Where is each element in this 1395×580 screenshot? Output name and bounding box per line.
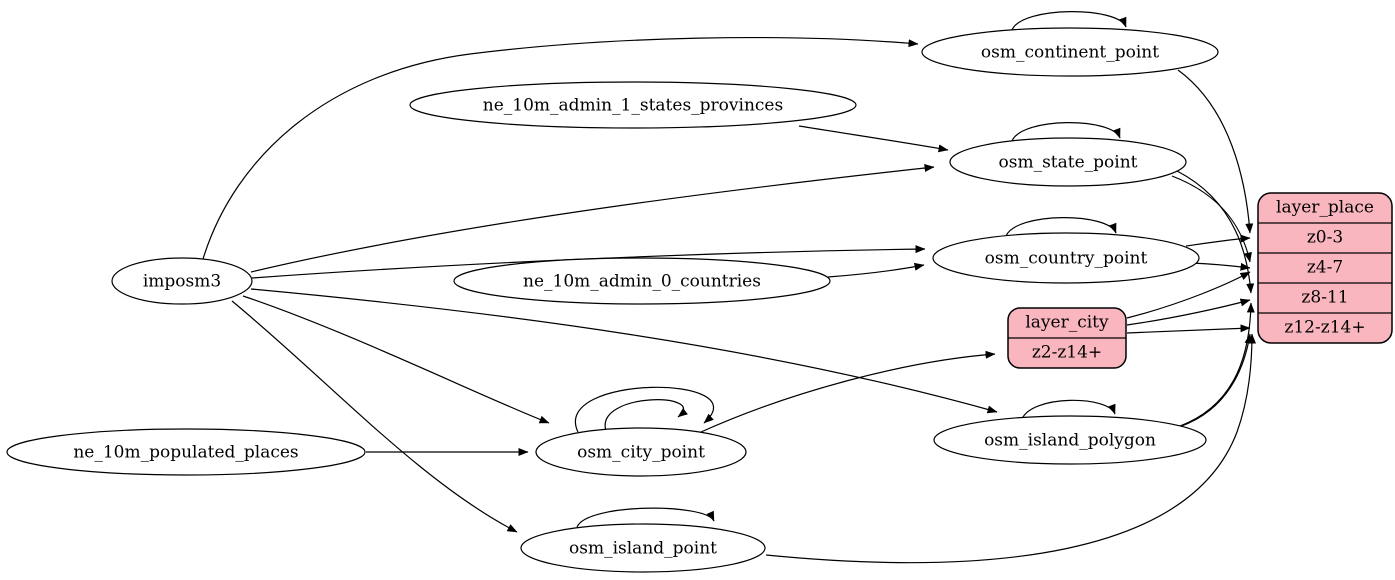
imposm3-label: imposm3 [143,272,221,292]
ne-10m-admin-1-states-provinces-ellipse [409,81,857,129]
edge-osm_city_point-to-osm_city_point-2 [604,399,688,432]
osm-country-point-label: osm_country_point [985,249,1148,269]
edge-imposm3-to-osm_island_point [231,300,518,533]
node-layer-place: layer_place z0-3 z4-7 z8-11 z12-z14+ [1257,192,1393,344]
edge-imposm3-to-osm_continent_point [202,36,919,260]
edge-layer_city-to-layer_place:z8-11 [1126,298,1251,326]
ne-10m-populated-places-ellipse [6,428,366,476]
layer-place-title: layer_place [1276,198,1374,218]
osm-continent-point-ellipse [921,27,1219,77]
edge-osm_country_point-to-osm_country_point [1005,217,1117,237]
node-osm-continent-point: osm_continent_point [921,27,1219,77]
edge-ne_10m_admin_1_states_provinces-to-osm_state_point [798,125,949,153]
edges-layer [202,11,1256,564]
edge-osm_state_point-to-layer_place:z4-7 [1171,175,1252,263]
node-ne-10m-admin-1-states-provinces: ne_10m_admin_1_states_provinces [409,81,857,129]
node-layer-city: layer_city z2-z14+ [1007,307,1127,369]
ne-10m-admin-1-states-provinces-label: ne_10m_admin_1_states_provinces [483,96,783,116]
layer-city-row-z2-z14: z2-z14+ [1032,343,1102,363]
node-osm-city-point: osm_city_point [535,427,747,477]
imposm3-ellipse [111,257,253,305]
osm-state-point-label: osm_state_point [999,153,1138,173]
osm-island-point-label: osm_island_point [569,539,717,559]
node-osm-island-point: osm_island_point [520,523,766,573]
osm-island-polygon-ellipse [933,415,1207,465]
edge-osm_continent_point-to-layer_place:z0-3 [1177,69,1254,234]
layer-city-title: layer_city [1025,313,1109,333]
layer-place-row-z8-11: z8-11 [1301,288,1348,308]
osm-island-point-ellipse [520,523,766,573]
layer-place-box [1257,192,1393,344]
layer-place-row-z4-7: z4-7 [1307,258,1343,278]
osm-continent-point-label: osm_continent_point [981,43,1159,63]
edge-imposm3-to-osm_city_point [242,295,550,424]
ne-10m-admin-0-countries-ellipse [453,257,831,305]
node-osm-country-point: osm_country_point [932,232,1200,284]
layer-place-row-z12-z14: z12-z14+ [1284,318,1365,338]
edge-osm_island_polygon-to-layer_place:z12-z14+ [1171,333,1253,430]
osm-state-point-ellipse [949,137,1187,187]
node-ne-10m-admin-0-countries: ne_10m_admin_0_countries [453,257,831,305]
edge-osm_city_point-to-layer_city:z2-z14+ [700,350,996,433]
edge-osm_state_point-to-osm_state_point [1011,122,1121,142]
edge-osm_country_point-to-layer_place:z4-7 [1190,262,1251,271]
layer-place-row-z0-3: z0-3 [1307,228,1343,248]
ne-10m-populated-places-label: ne_10m_populated_places [73,443,298,463]
edge-osm_country_point-to-layer_place:z0-3 [1185,234,1251,247]
edge-layer_city-to-layer_place:z4-7 [1126,271,1251,319]
osm-country-point-ellipse [932,232,1200,284]
edge-osm_island_point-to-layer_place:z12-z14+ [765,333,1256,564]
osm-city-point-label: osm_city_point [577,443,705,463]
node-imposm3: imposm3 [111,257,253,305]
node-osm-island-polygon: osm_island_polygon [933,415,1207,465]
osm-city-point-ellipse [535,427,747,477]
edge-layer_city-to-layer_place:z12-z14+ [1126,324,1251,334]
edge-ne_10m_admin_0_countries-to-osm_country_point [827,262,925,278]
node-ne-10m-populated-places: ne_10m_populated_places [6,428,366,476]
edge-imposm3-to-osm_island_polygon [250,288,998,414]
edge-osm_island_polygon-to-osm_island_polygon [1021,399,1116,420]
ne-10m-admin-0-countries-label: ne_10m_admin_0_countries [523,272,761,292]
edge-osm_island_point-to-osm_island_point [576,507,715,528]
node-osm-state-point: osm_state_point [949,137,1187,187]
edge-osm_island_polygon-to-layer_place:z8-11 [1179,302,1255,427]
osm-island-polygon-label: osm_island_polygon [984,431,1156,451]
edge-imposm3-to-osm_state_point [250,164,935,273]
edge-osm_continent_point-to-osm_continent_point [1011,11,1127,31]
edge-osm_city_point-to-osm_city_point-1 [574,386,715,433]
